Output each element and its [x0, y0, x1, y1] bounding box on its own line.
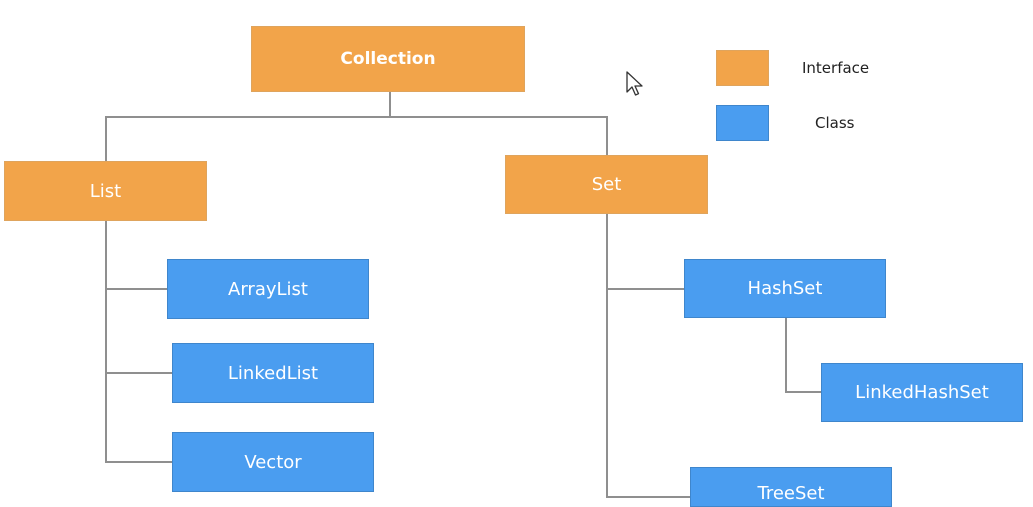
connector-to-set — [606, 116, 608, 155]
connector-set-trunk — [606, 214, 608, 498]
connector-to-treeset — [606, 496, 690, 498]
node-set: Set — [505, 155, 708, 214]
connector-list-trunk — [105, 221, 107, 462]
connector-collection-down — [389, 92, 391, 117]
legend-interface-swatch — [716, 50, 769, 86]
legend-class-swatch — [716, 105, 769, 141]
connector-hashset-down — [785, 318, 787, 392]
node-collection: Collection — [251, 26, 525, 92]
legend-class-label: Class — [815, 114, 855, 132]
connector-to-list — [105, 116, 107, 161]
node-hashset: HashSet — [684, 259, 886, 318]
node-arraylist: ArrayList — [167, 259, 369, 319]
connector-to-arraylist — [105, 288, 167, 290]
node-list: List — [4, 161, 207, 221]
node-vector: Vector — [172, 432, 374, 492]
connector-top-horizontal — [105, 116, 608, 118]
node-linkedhashset: LinkedHashSet — [821, 363, 1023, 422]
connector-to-vector — [105, 461, 172, 463]
connector-to-linkedlist — [105, 372, 172, 374]
mouse-pointer-icon — [626, 71, 643, 96]
node-linkedlist: LinkedList — [172, 343, 374, 403]
connector-to-linkedhashset — [785, 391, 821, 393]
node-treeset: TreeSet — [690, 467, 892, 507]
connector-to-hashset — [606, 288, 684, 290]
legend-interface-label: Interface — [802, 59, 870, 77]
